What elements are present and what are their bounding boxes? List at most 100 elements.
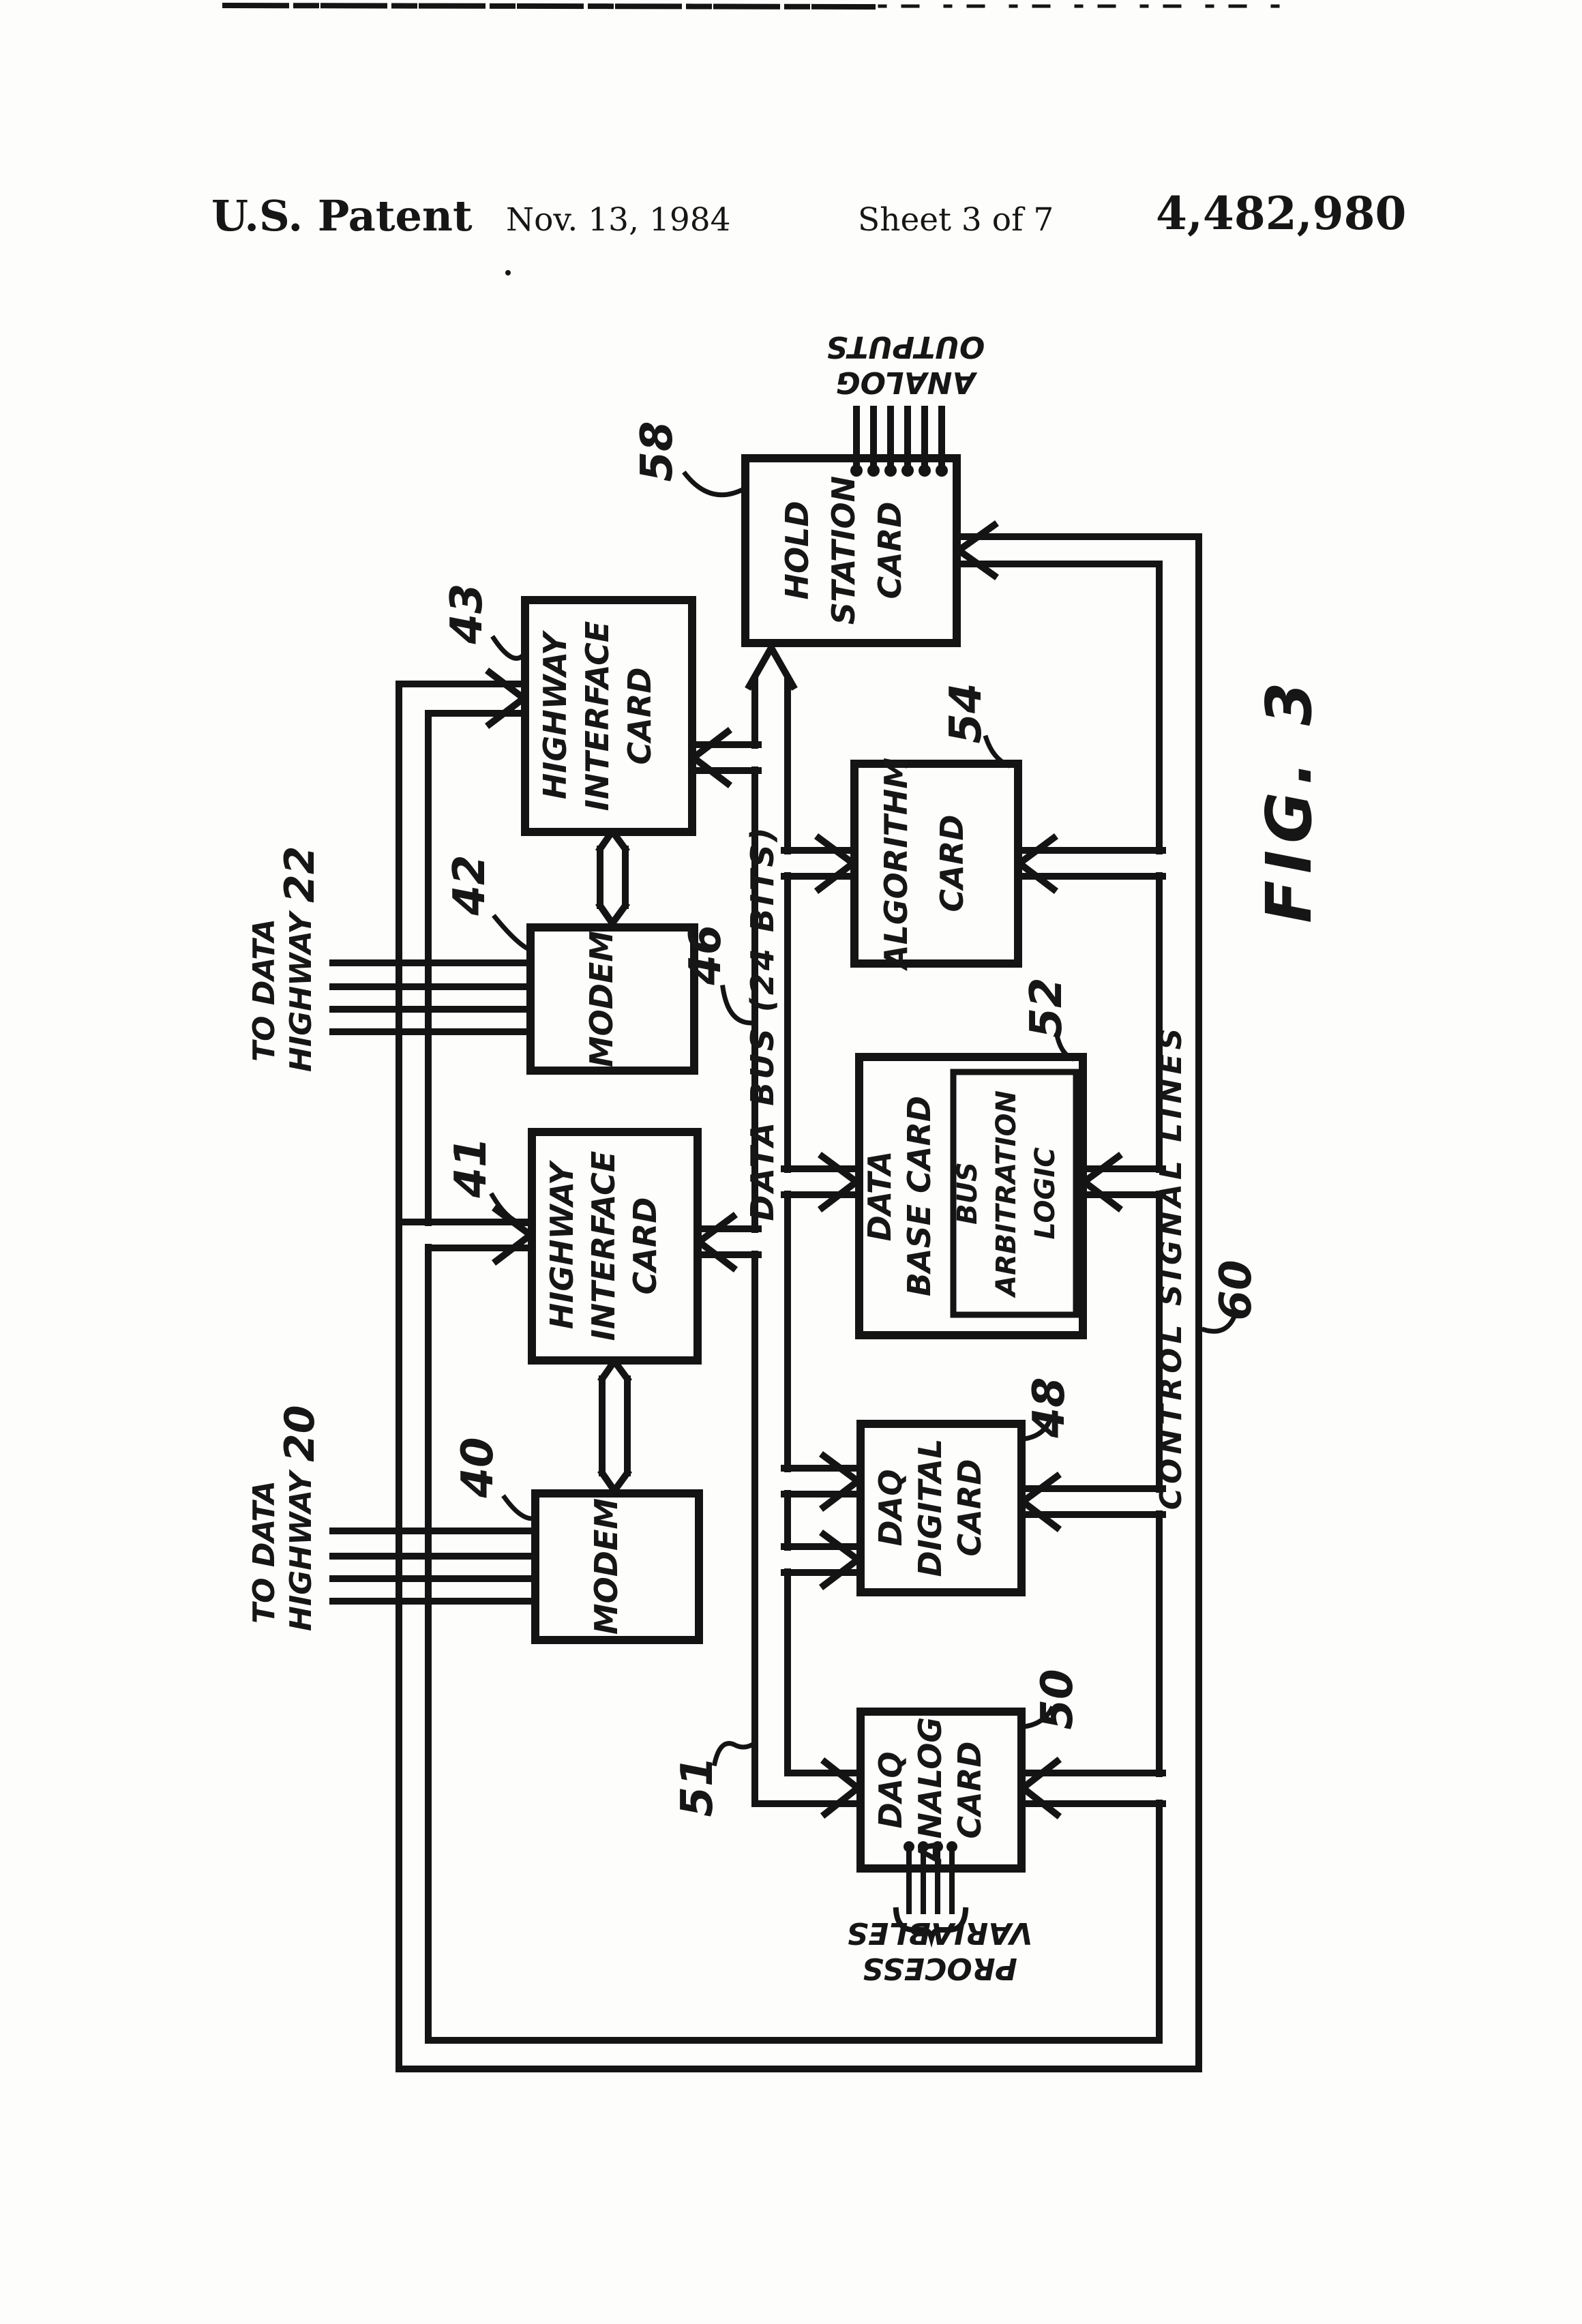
hic43-label: INTERFACE (579, 621, 616, 811)
pipe-gap (1152, 854, 1167, 872)
daq-digital-label: CARD (951, 1459, 988, 1557)
hold-station-card-label: HOLD (779, 501, 816, 599)
daq-analog-label: DAQ (872, 1752, 909, 1829)
ref-58: 58 (632, 421, 683, 481)
hic41-label: HIGHWAY (543, 1159, 580, 1329)
analog-outputs-line1: ANALOG (836, 365, 978, 400)
analog-output-terminals (850, 406, 948, 477)
ref-48: 48 (1024, 1377, 1075, 1438)
terminal-dot (936, 464, 948, 477)
arrowhead-down (595, 901, 630, 929)
to-data-20-line1: TO DATA (247, 1480, 282, 1624)
ref-54: 54 (941, 683, 991, 743)
process-variables-label: PROCESS VARIABLES (847, 1916, 1033, 1986)
leader-60 (1201, 1310, 1239, 1334)
ref-46: 46 (681, 924, 731, 985)
bus-arbitration-label: ARBITRATION (991, 1090, 1022, 1298)
control-loop-inner-line (425, 561, 1163, 2044)
hold-station-card-label: CARD (871, 502, 908, 599)
leader-50 (1021, 1705, 1055, 1729)
data-bus-top-arrowhead (745, 640, 798, 691)
arrowhead-into-hic43-right (687, 726, 733, 789)
daq-digital-label: DAQ (872, 1470, 909, 1547)
arrowhead-into-daq-digital-2 (818, 1530, 864, 1591)
data-base-card-label: DATA (861, 1151, 898, 1242)
arrowhead-into-daq-digital-1 (818, 1451, 864, 1513)
modem-42-box (526, 923, 698, 1075)
terminal-dot (932, 1841, 943, 1852)
algorithm-card-box (850, 760, 1022, 968)
leader-51 (711, 1741, 756, 1767)
highway-22-lines (329, 959, 534, 1035)
pipe-gap (1152, 1493, 1167, 1510)
to-data-22-line1: TO DATA (247, 919, 282, 1062)
scan-artifacts (222, 2, 1298, 275)
pipe-gap (747, 1233, 762, 1251)
brace (893, 1907, 969, 1948)
pipe-gap (781, 854, 796, 872)
algorithm-card-label: ALGORITHM (878, 758, 914, 971)
data-bus-label: DATA BUS (24 BITS) (744, 824, 781, 1221)
daq-analog-label: ANALOG (912, 1717, 949, 1865)
reference-numerals: 58 43 42 54 46 52 41 40 48 50 51 60 (442, 421, 1262, 1817)
patent-date: Nov. 13, 1984 (506, 201, 731, 239)
arrowhead-into-hold-card (953, 520, 999, 580)
connectors (395, 520, 1202, 1820)
header: U.S. Patent Nov. 13, 1984 Sheet 3 of 7 4… (211, 187, 1406, 241)
arrowhead-into-hic41-right (693, 1212, 738, 1273)
control-loop-outer-line (395, 533, 1202, 2072)
analog-outputs-label: ANALOG OUTPUTS (826, 329, 985, 400)
pipe-gap (747, 749, 762, 766)
ref-52: 52 (1021, 977, 1072, 1038)
highway-number: 20 (276, 1405, 324, 1463)
to-data-highway-22-label: TO DATA HIGHWAY22 (247, 846, 324, 1072)
daq-digital-card-box (856, 1420, 1026, 1596)
process-variable-terminals (893, 1841, 969, 1948)
ref-51: 51 (672, 1756, 723, 1817)
wiring (329, 533, 1202, 2072)
hic41-modem40-connector (597, 1355, 632, 1497)
scan-edge-line (222, 2, 876, 10)
leader-40 (501, 1494, 539, 1521)
hic43-label: HIGHWAY (537, 629, 573, 799)
daq-digital-label: DIGITAL (912, 1439, 949, 1577)
highway-word: HIGHWAY (284, 910, 318, 1072)
terminal-dot (884, 464, 897, 477)
leader-lines (489, 471, 1239, 1767)
daq-analog-card-box (856, 1708, 1026, 1873)
bus-arbitration-label: LOGIC (1030, 1147, 1061, 1239)
to-data-20-line2: HIGHWAY20 (276, 1405, 324, 1631)
highway-20-lines (329, 1528, 539, 1605)
terminal-dot (946, 1841, 957, 1852)
data-base-card-label: BASE CARD (901, 1096, 938, 1296)
ref-42: 42 (445, 854, 495, 916)
daq-analog-label: CARD (951, 1742, 988, 1839)
arrowhead-into-database-left (817, 1152, 863, 1213)
leader-43 (490, 635, 527, 661)
control-signal-lines-label: CONTROL SIGNAL LINES (1154, 1024, 1189, 1510)
sheet-number: Sheet 3 of 7 (858, 201, 1054, 239)
modem42-label: MODEM (583, 931, 620, 1067)
arrowhead-into-database-right (1078, 1152, 1124, 1213)
terminal-dot (901, 464, 914, 477)
analog-outputs-line2: OUTPUTS (826, 329, 985, 364)
patent-title: U.S. Patent (211, 191, 473, 241)
hic43-label: CARD (621, 668, 658, 765)
highway-interface-card-41-box (528, 1128, 702, 1365)
arrowhead-into-algorithm-right (1013, 833, 1059, 895)
terminal-dot (918, 1841, 929, 1852)
highway-interface-card-43-box (521, 596, 696, 836)
hic41-label: INTERFACE (585, 1151, 622, 1341)
hic41-label: CARD (627, 1197, 663, 1295)
leader-42 (492, 914, 533, 953)
card-labels: HOLD STATION CARD HIGHWAY INTERFACE CARD… (537, 476, 1061, 1865)
pipe-gap (781, 1173, 796, 1191)
arrowhead-down (597, 1468, 632, 1497)
pipe-gap (781, 1472, 796, 1490)
process-variables-line1: PROCESS (862, 1951, 1017, 1986)
hic43-modem42-connector (595, 825, 630, 929)
bus-arbitration-label: BUS (952, 1162, 983, 1225)
pipe-gap (781, 1551, 796, 1568)
